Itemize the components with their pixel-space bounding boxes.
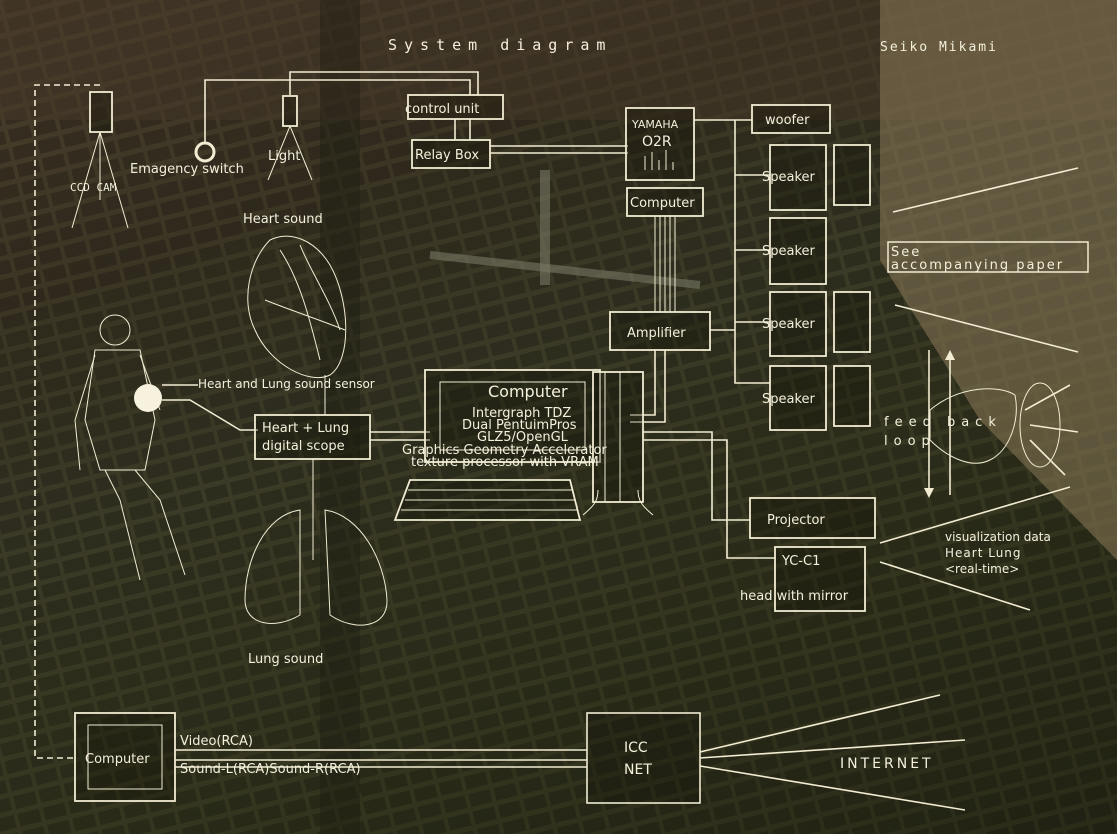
projector-box bbox=[749, 497, 876, 539]
ccd-cam-label: CCD CAM bbox=[70, 181, 117, 194]
speaker-box bbox=[769, 365, 827, 431]
yamaha-mixer-box bbox=[625, 107, 695, 181]
computer-spec: texture processor with VRAM bbox=[411, 455, 599, 470]
heart-wireframe bbox=[247, 235, 347, 415]
light-icon bbox=[267, 95, 313, 181]
internet-line bbox=[699, 765, 966, 811]
visualization-label-1: visualization data bbox=[945, 530, 1051, 544]
speaker-group: Speaker Speaker Speaker Speaker bbox=[735, 144, 871, 431]
sound-sensor-icon bbox=[134, 384, 162, 412]
see-paper-box bbox=[887, 241, 1089, 273]
control-unit-label: control unit bbox=[405, 102, 479, 117]
pointer-lines bbox=[879, 167, 1079, 611]
switch-wire bbox=[204, 79, 471, 142]
emergency-switch-label: Emagency switch bbox=[130, 162, 244, 177]
control-unit-box bbox=[407, 94, 504, 120]
amplifier-label: Amplifier bbox=[627, 326, 686, 341]
computer-spec: GLZ5/OpenGL bbox=[477, 430, 569, 445]
yamaha-label: YAMAHA bbox=[631, 118, 679, 131]
audio-cable-bundle bbox=[654, 216, 676, 312]
computer-tower bbox=[582, 371, 654, 516]
speaker-label: Speaker bbox=[762, 244, 816, 259]
speaker-box bbox=[769, 217, 827, 285]
visualization-label-2: Heart Lung bbox=[945, 546, 1022, 560]
yc-c1-label: YC-C1 bbox=[781, 554, 820, 569]
see-paper-label-1: See bbox=[891, 245, 921, 260]
sound-rca-label: Sound-L(RCA)Sound-R(RCA) bbox=[180, 762, 361, 777]
internet-line bbox=[699, 694, 941, 753]
keyboard-icon bbox=[393, 479, 582, 521]
icc-label: ICC bbox=[624, 740, 648, 756]
lungs-wireframe bbox=[244, 490, 388, 626]
internet-line bbox=[699, 739, 966, 759]
sensor-label: Heart and Lung sound sensor bbox=[198, 377, 375, 391]
projector-label: Projector bbox=[767, 513, 825, 528]
author-name: Seiko Mikami bbox=[880, 40, 998, 55]
diagram-title: System diagram bbox=[388, 36, 612, 54]
light-wire bbox=[289, 71, 479, 95]
woofer-label: woofer bbox=[765, 113, 810, 128]
o2r-label: O2R bbox=[642, 134, 672, 150]
ccd-camera-icon bbox=[71, 91, 129, 229]
bottom-computer-label: Computer bbox=[85, 752, 150, 767]
relay-box bbox=[411, 139, 491, 169]
mixer-faders-icon bbox=[644, 150, 674, 170]
net-label: NET bbox=[624, 762, 652, 778]
main-computer-title: Computer bbox=[488, 382, 568, 401]
speaker-label: Speaker bbox=[762, 170, 816, 185]
heart-sound-label: Heart sound bbox=[243, 212, 323, 227]
internet-label: INTERNET bbox=[840, 756, 934, 772]
amplifier-box bbox=[609, 311, 711, 351]
scope-label-1: Heart + Lung bbox=[262, 421, 349, 436]
speaker-box bbox=[769, 291, 827, 357]
speaker-box bbox=[833, 144, 871, 206]
head-mirror-label: head with mirror bbox=[740, 589, 849, 604]
see-paper-label-2: accompanying paper bbox=[891, 258, 1064, 273]
video-rca-label: Video(RCA) bbox=[180, 734, 253, 749]
audio-computer-label: Computer bbox=[630, 196, 695, 211]
main-computer-monitor bbox=[424, 369, 601, 463]
speaker-box bbox=[833, 291, 871, 353]
computer-spec: Intergraph TDZ bbox=[472, 406, 571, 421]
speaker-box bbox=[769, 144, 827, 211]
lung-sound-label: Lung sound bbox=[248, 652, 323, 667]
digital-scope-box bbox=[254, 414, 371, 460]
feedback-arrows bbox=[924, 350, 955, 498]
visualization-label-3: <real-time> bbox=[945, 562, 1019, 576]
speaker-label: Speaker bbox=[762, 317, 816, 332]
emergency-switch-icon[interactable] bbox=[194, 141, 216, 163]
ccd-video-line bbox=[34, 84, 100, 759]
relay-box-label: Relay Box bbox=[415, 148, 479, 163]
scope-label-2: digital scope bbox=[262, 439, 345, 454]
light-label: Light bbox=[268, 149, 300, 164]
head-ear-wireframe bbox=[929, 382, 1061, 468]
icc-net-box bbox=[586, 712, 701, 804]
computer-spec: Dual PentuimPros bbox=[462, 418, 577, 433]
feedback-label-2: loop bbox=[884, 434, 936, 449]
human-figure-wireframe bbox=[74, 314, 186, 581]
computer-spec: Graphics Geometry Accelerator bbox=[402, 443, 607, 458]
speaker-box bbox=[833, 365, 871, 427]
speaker-label: Speaker bbox=[762, 392, 816, 407]
yc-c1-box bbox=[774, 546, 866, 612]
bottom-computer-box bbox=[74, 712, 176, 802]
feedback-label-1: feed back bbox=[884, 415, 1002, 430]
woofer-box bbox=[751, 104, 831, 134]
